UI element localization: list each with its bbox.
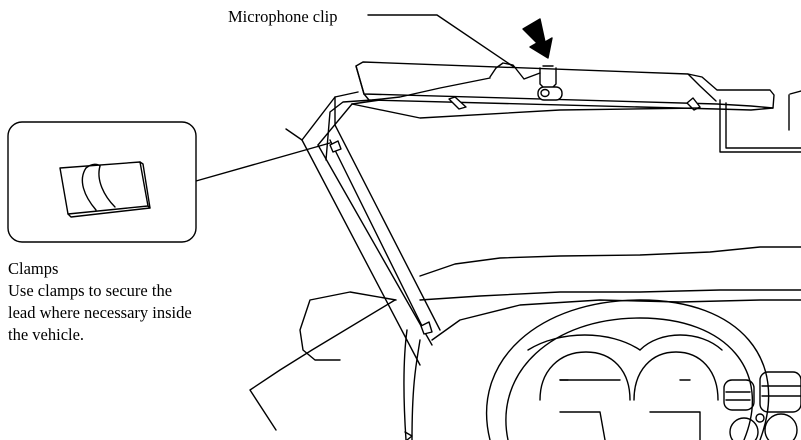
clamps-description-line3: the vehicle. xyxy=(8,325,85,344)
console-vents xyxy=(723,371,801,440)
rear-view-mirror xyxy=(719,90,801,153)
door-line xyxy=(249,299,396,431)
microphone-clip-label: Microphone clip xyxy=(228,7,338,26)
clamps-description-line2: lead where necessary inside xyxy=(8,303,192,322)
a-pillar xyxy=(285,77,701,440)
clamps-description-line1: Use clamps to secure the xyxy=(8,281,173,300)
clamps-title: Clamps xyxy=(8,259,59,278)
microphone-clip xyxy=(489,62,563,101)
push-arrow-icon xyxy=(522,18,553,59)
clamp-leader-line xyxy=(195,142,331,182)
dashboard xyxy=(299,246,801,361)
pillar-clamp xyxy=(329,140,433,335)
clamp-detail-box xyxy=(7,121,197,243)
steering-wheel xyxy=(485,299,770,440)
sun-visor xyxy=(355,61,775,111)
